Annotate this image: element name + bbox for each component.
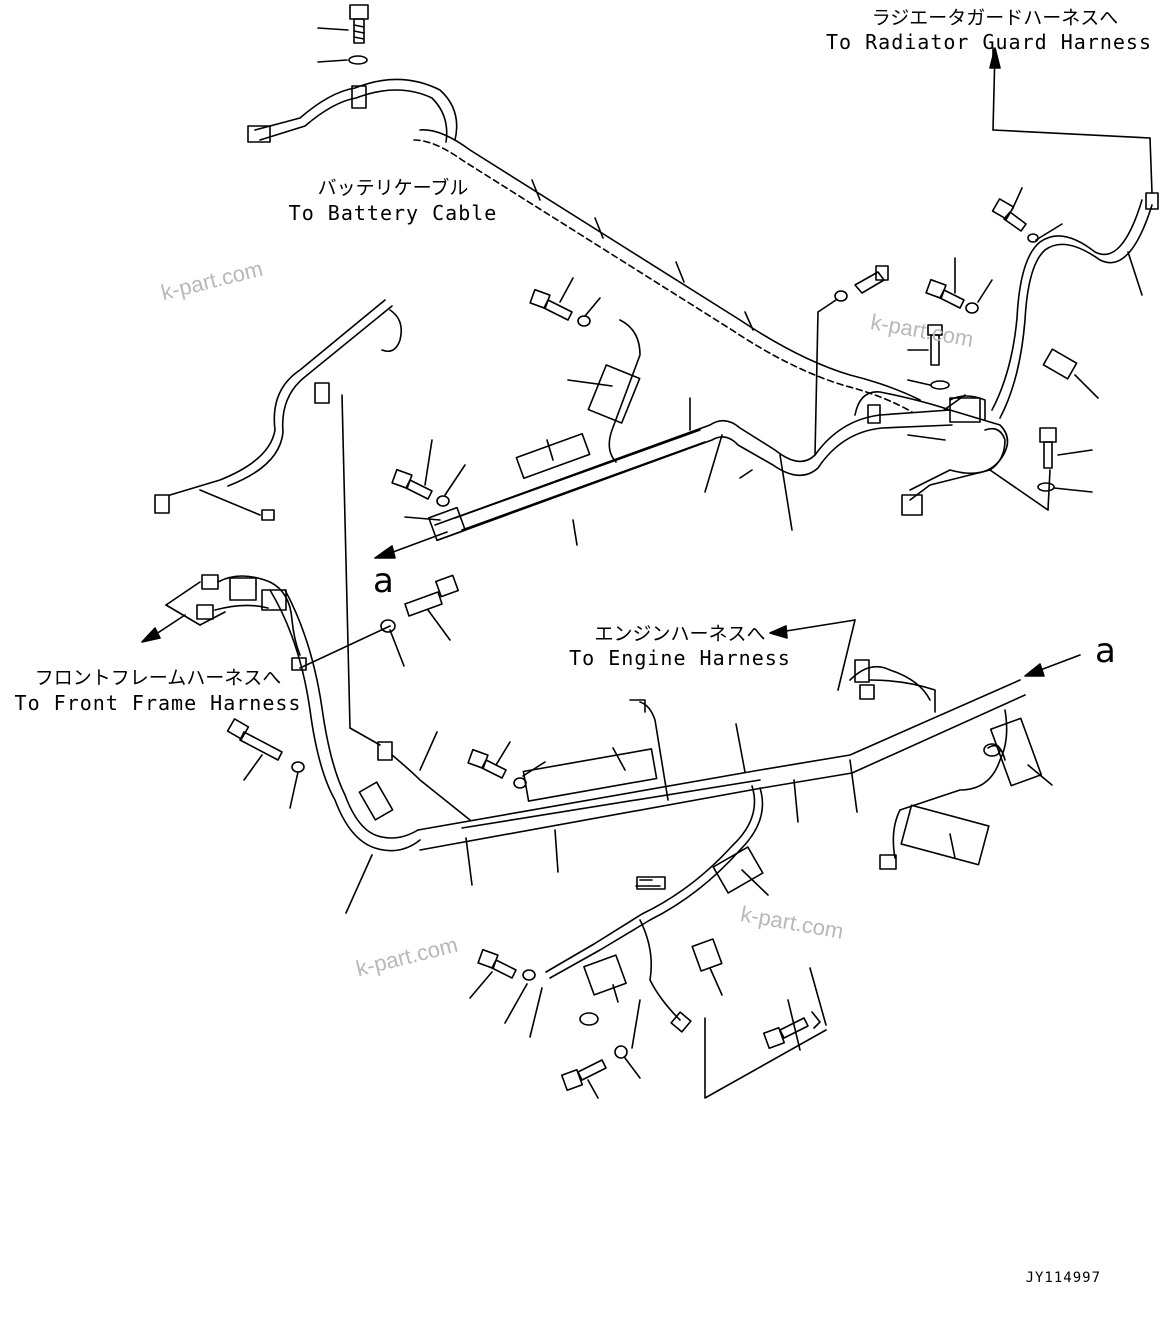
engine-label-jp: エンジンハーネスへ bbox=[594, 623, 766, 645]
front-frame-arrow bbox=[141, 581, 226, 643]
callout-a-right: a bbox=[1095, 631, 1116, 671]
leader-line bbox=[341, 394, 351, 729]
radiator-branch bbox=[989, 47, 1159, 419]
upper-left-harness bbox=[154, 299, 403, 521]
drawing-number: JY114997 bbox=[1025, 1270, 1101, 1286]
engine-label-en: To Engine Harness bbox=[569, 646, 791, 670]
battery-cable bbox=[247, 78, 921, 413]
arrow-a-right bbox=[1024, 654, 1081, 677]
leader-line-2 bbox=[349, 727, 381, 746]
lower-branch-harness bbox=[545, 785, 769, 1033]
callout-a-left: a bbox=[373, 561, 394, 601]
battery-label-en: To Battery Cable bbox=[288, 201, 498, 225]
radiator-label-jp: ラジエータガードハーネスへ bbox=[871, 7, 1119, 29]
upper-bolts bbox=[391, 187, 1093, 546]
right-end-connectors bbox=[901, 348, 1099, 516]
lower-main-harness bbox=[196, 574, 1053, 870]
front-frame-label-en: To Front Frame Harness bbox=[14, 691, 302, 715]
lower-bolts bbox=[226, 574, 858, 1099]
top-bolt bbox=[317, 4, 369, 65]
front-frame-label-jp: フロントフレームハーネスへ bbox=[34, 667, 282, 689]
arrow-a-left bbox=[374, 531, 448, 559]
upper-main-harness bbox=[428, 319, 1009, 542]
radiator-label-en: To Radiator Guard Harness bbox=[825, 30, 1153, 54]
battery-label-jp: バッテリケーブル bbox=[317, 177, 469, 199]
engine-arrow bbox=[769, 619, 856, 691]
